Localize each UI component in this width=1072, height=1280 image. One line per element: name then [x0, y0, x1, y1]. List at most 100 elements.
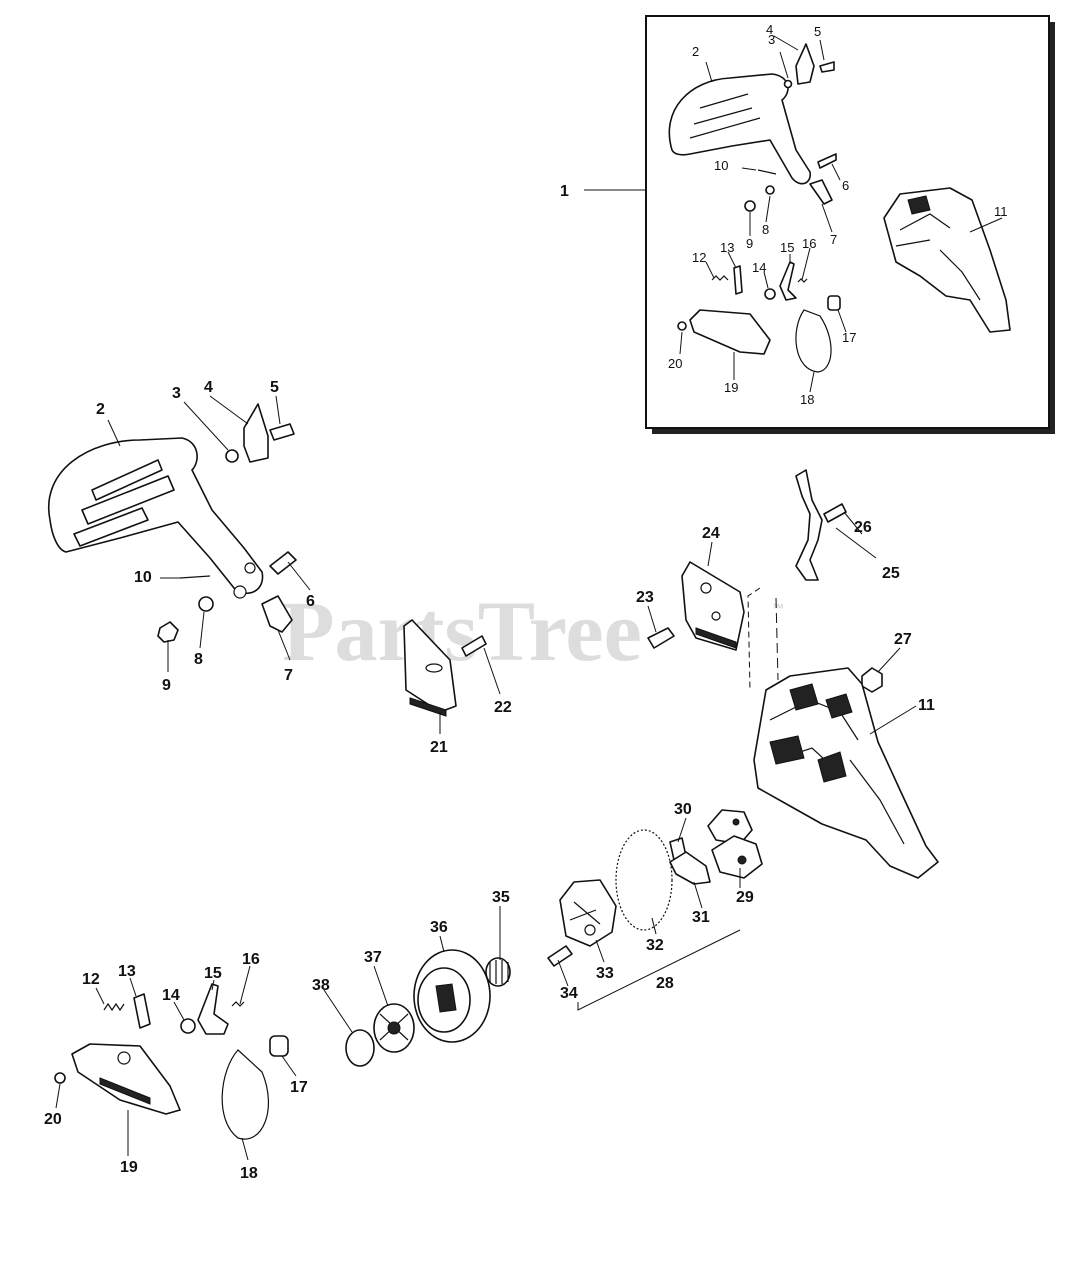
label-part-16: 16 [242, 951, 260, 968]
label-part-3: 3 [172, 385, 181, 402]
inset-part-8-shape [765, 185, 775, 195]
inset-label-14: 14 [752, 260, 766, 275]
label-part-33: 33 [596, 965, 614, 982]
label-part-30: 30 [674, 801, 692, 818]
inset-part-18-shape [795, 309, 832, 373]
part-8-washer [198, 596, 214, 612]
label-part-8: 8 [194, 651, 203, 668]
inset-part-9-shape [744, 200, 756, 212]
label-part-19: 19 [120, 1159, 138, 1176]
inset-label-4: 4 [766, 22, 773, 37]
label-part-27: 27 [894, 631, 912, 648]
inset-part-6-shape [817, 153, 837, 169]
part-12-spring [103, 1002, 125, 1012]
part-20-screw [54, 1072, 66, 1084]
label-part-9: 9 [162, 677, 171, 694]
inset-part-16-shape [797, 278, 808, 283]
alignment-line [747, 587, 761, 691]
part-37-sprocket [373, 1003, 415, 1053]
inset-part-7-shape [809, 179, 833, 205]
inset-label-11: 11 [994, 204, 1008, 219]
part-17-bushing [269, 1035, 289, 1057]
label-part-4: 4 [204, 379, 213, 396]
label-part-18: 18 [240, 1165, 258, 1182]
inset-label-13: 13 [720, 240, 734, 255]
inset-label-6: 6 [842, 178, 849, 193]
label-part-10: 10 [134, 569, 152, 586]
inset-part-14-shape [764, 288, 776, 300]
inset-label-15: 15 [780, 240, 794, 255]
inset-label-5: 5 [814, 24, 821, 39]
inset-part-3-shape [783, 79, 793, 89]
part-11-housing [753, 667, 939, 879]
label-part-7: 7 [284, 667, 293, 684]
part-5-bolt [269, 423, 295, 441]
inset-part-19-shape [689, 309, 771, 355]
inset-part-4-shape [795, 43, 815, 85]
label-part-29: 29 [736, 889, 754, 906]
label-part-38: 38 [312, 977, 330, 994]
inset-housing [883, 187, 1011, 333]
label-part-35: 35 [492, 889, 510, 906]
inset-label-16: 16 [802, 236, 816, 251]
label-part-12: 12 [82, 971, 100, 988]
watermark-trademark: ™ [772, 601, 784, 615]
inset-assembly-box [645, 15, 1055, 434]
label-part-36: 36 [430, 919, 448, 936]
inset-label-10: 10 [714, 158, 728, 173]
part-34-screw [547, 945, 573, 967]
inset-label-19: 19 [724, 380, 738, 395]
label-part-15: 15 [204, 965, 222, 982]
part-10-pin [179, 575, 211, 579]
part-21-plate [403, 619, 457, 717]
label-part-37: 37 [364, 949, 382, 966]
part-6-bolt [269, 551, 297, 575]
part-13-lever [133, 993, 151, 1029]
part-36-clutch-drum [413, 949, 491, 1043]
label-part-6: 6 [306, 593, 315, 610]
inset-label-12: 12 [692, 250, 706, 265]
label-part-11: 11 [918, 697, 935, 714]
inset-part-13-shape [733, 265, 743, 295]
label-part-14: 14 [162, 987, 180, 1004]
label-part-20: 20 [44, 1111, 62, 1128]
part-14-roller [180, 1018, 196, 1034]
part-19-brake-cover [71, 1043, 181, 1115]
inset-hand-guard [668, 73, 811, 185]
label-part-23: 23 [636, 589, 654, 606]
part-35-needle-bearing [485, 957, 511, 987]
part-3-nut [225, 449, 239, 463]
part-18-brake-band [221, 1049, 270, 1140]
part-33-clutch-plates [559, 879, 617, 947]
part-29-clutch-shoes [707, 809, 763, 879]
inset-part-12-shape [711, 275, 729, 281]
label-part-21: 21 [430, 739, 448, 756]
inset-label-7: 7 [830, 232, 837, 247]
label-part-24: 24 [702, 525, 720, 542]
label-part-5: 5 [270, 379, 279, 396]
label-part-2: 2 [96, 401, 105, 418]
watermark: PartsTree [282, 583, 642, 679]
callout-1: 1 [560, 183, 569, 200]
label-part-28: 28 [656, 975, 674, 992]
label-part-17: 17 [290, 1079, 308, 1096]
inset-label-20: 20 [668, 356, 682, 371]
main-leaders [55, 395, 917, 1161]
label-part-31: 31 [692, 909, 710, 926]
part-23-screw [647, 627, 675, 649]
inset-label-9: 9 [746, 236, 753, 251]
part-38-washer [345, 1029, 375, 1067]
group-28-bracket [577, 929, 741, 1011]
inset-label-8: 8 [762, 222, 769, 237]
part-22-screw [461, 635, 487, 657]
inset-label-17: 17 [842, 330, 856, 345]
inset-part-10-shape [757, 169, 777, 175]
inset-part-20-shape [677, 321, 687, 331]
part-2-hand-guard [47, 437, 264, 599]
part-9-nut [157, 621, 179, 643]
part-15-lever [197, 983, 229, 1035]
label-part-32: 32 [646, 937, 664, 954]
part-4-bracket [243, 403, 269, 463]
label-part-25: 25 [882, 565, 900, 582]
